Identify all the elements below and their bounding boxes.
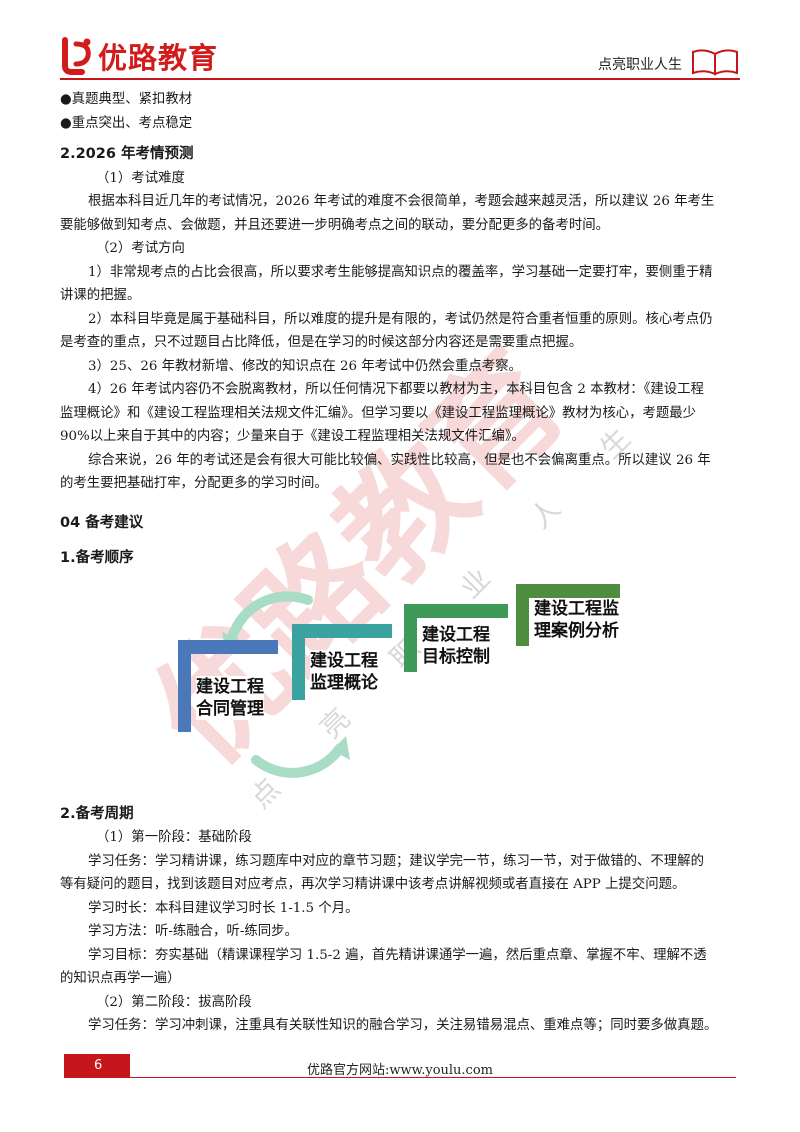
- paragraph-line: 讲课的把握。: [60, 288, 141, 303]
- section-title-forecast: 2.2026 年考情预测: [60, 146, 194, 162]
- paragraph-line: 学习方法：听-练融合，听-练同步。: [88, 924, 298, 939]
- step-3-bar-top: [404, 604, 508, 618]
- direction-label: （2）考试方向: [96, 241, 185, 256]
- step-1-bar-top: [178, 640, 278, 654]
- brand-name: 优路教育: [98, 41, 219, 75]
- step-1-label: 建设工程 合同管理: [196, 676, 264, 720]
- order-title: 1.备考顺序: [60, 550, 134, 566]
- paragraph-line: 90%以上来自于其中的内容；少量来自于《建设工程监理相关法规文件汇编》。: [60, 429, 525, 444]
- step-1-bar-left: [178, 640, 191, 732]
- step-1-line2: 合同管理: [196, 699, 264, 719]
- step-4-bar-left: [516, 584, 529, 646]
- stage2-label: （2）第二阶段：拔高阶段: [96, 994, 252, 1010]
- step-4-line1: 建设工程监: [534, 599, 619, 619]
- paragraph-line: 2）本科目毕竟是属于基础科目，所以难度的提升是有限的，考试仍然是符合重者恒重的原…: [88, 311, 713, 327]
- step-3-line2: 目标控制: [422, 647, 490, 667]
- step-4-bar-top: [516, 584, 620, 598]
- cycle-arrow-top: [227, 591, 313, 643]
- brand-logo: 优路教育: [60, 36, 218, 76]
- paragraph-line: 是考查的重点，只不过题目占比降低，但是在学习的时候这部分内容还是需要重点把握。: [60, 335, 583, 350]
- paragraph-line: 3）25、26 年教材新增、修改的知识点在 26 年考试中仍然会重点考察。: [88, 358, 522, 374]
- brand-logo-icon: [62, 37, 91, 75]
- step-4-label: 建设工程监 理案例分析: [534, 598, 619, 642]
- step-3-bar-left: [404, 604, 417, 672]
- difficulty-label: （1）考试难度: [96, 170, 185, 186]
- bullet-item: ●真题典型、紧扣教材: [60, 92, 193, 107]
- bullet-item: ●重点突出、考点稳定: [60, 115, 193, 131]
- paragraph-line: 的考生要把基础打牢，分配更多的学习时间。: [60, 476, 328, 491]
- paragraph-line: 学习时长：本科目建议学习时长 1-1.5 个月。: [88, 900, 359, 916]
- paragraph-line: 学习目标：夯实基础（精课课程学习 1.5-2 遍，首先精讲课通学一遍，然后重点章…: [88, 947, 707, 963]
- paragraph-line: 等有疑问的题目，找到该题目对应考点，再次学习精讲课中该考点讲解视频或者直接在 A…: [60, 877, 686, 892]
- open-book-icon: [692, 49, 738, 76]
- period-title: 2.备考周期: [60, 805, 134, 822]
- page-number-box: 6: [64, 1054, 130, 1078]
- header-rule: [60, 78, 740, 80]
- footer-website: 优路官方网站:www.youlu.com: [307, 1063, 493, 1078]
- paragraph-line: 监理概论》和《建设工程监理相关法规文件汇编》。但学习要以《建设工程监理概论》教材…: [60, 405, 697, 421]
- step-2-bar-top: [292, 624, 392, 638]
- footer-rule: [130, 1077, 736, 1078]
- stage1-label: （1）第一阶段：基础阶段: [96, 830, 252, 845]
- step-3-line1: 建设工程: [422, 625, 490, 645]
- step-2-bar-left: [292, 624, 305, 700]
- section-title-advice: 04 备考建议: [60, 514, 144, 531]
- paragraph-line: 要能够做到知考点、会做题，并且还要进一步明确考点之间的联动，要分配更多的备考时间…: [60, 217, 610, 233]
- paragraph-line: 的知识点再学一遍）: [60, 971, 181, 986]
- step-1-line1: 建设工程: [196, 677, 264, 697]
- paragraph-line: 综合来说，26 年的考试还是会有很大可能比较偏、实践性比较高，但是也不会偏离重点…: [88, 452, 711, 468]
- page-number: 6: [94, 1058, 103, 1073]
- step-2-line2: 监理概论: [310, 673, 378, 693]
- paragraph-line: 学习任务：学习冲刺课，注重具有关联性知识的融合学习，关注易错易混点、重难点等；同…: [88, 1018, 718, 1033]
- page-content: ●真题典型、紧扣教材 ●重点突出、考点稳定 2.2026 年考情预测 （1）考试…: [60, 88, 740, 1038]
- paragraph-line: 1）非常规考点的占比会很高，所以要求考生能够提高知识点的覆盖率，学习基础一定要打…: [88, 264, 713, 280]
- step-4-line2: 理案例分析: [534, 621, 619, 641]
- paragraph-line: 学习任务：学习精讲课，练习题库中对应的章节习题；建议学完一节，练习一节，对于做错…: [88, 853, 704, 869]
- paragraph-line: 4）26 年考试内容仍不会脱离教材，所以任何情况下都要以教材为主，本科目包含 2…: [88, 382, 704, 397]
- header-slogan: 点亮职业人生: [598, 57, 682, 73]
- step-2-line1: 建设工程: [310, 651, 378, 671]
- cycle-arrow-bottom: [251, 743, 345, 778]
- cycle-arrow-bottom-head: [332, 736, 350, 760]
- step-3-label: 建设工程 目标控制: [422, 624, 490, 668]
- paragraph-line: 根据本科目近几年的考试情况，2026 年考试的难度不会很简单，考题会越来越灵活，…: [88, 194, 715, 209]
- step-2-label: 建设工程 监理概论: [310, 650, 378, 694]
- page-header: 优路教育 点亮职业人生: [60, 34, 740, 80]
- study-order-diagram: 建设工程 合同管理 建设工程 监理概论 建设工程 目标控制 建设工程监 理案例分…: [160, 580, 640, 780]
